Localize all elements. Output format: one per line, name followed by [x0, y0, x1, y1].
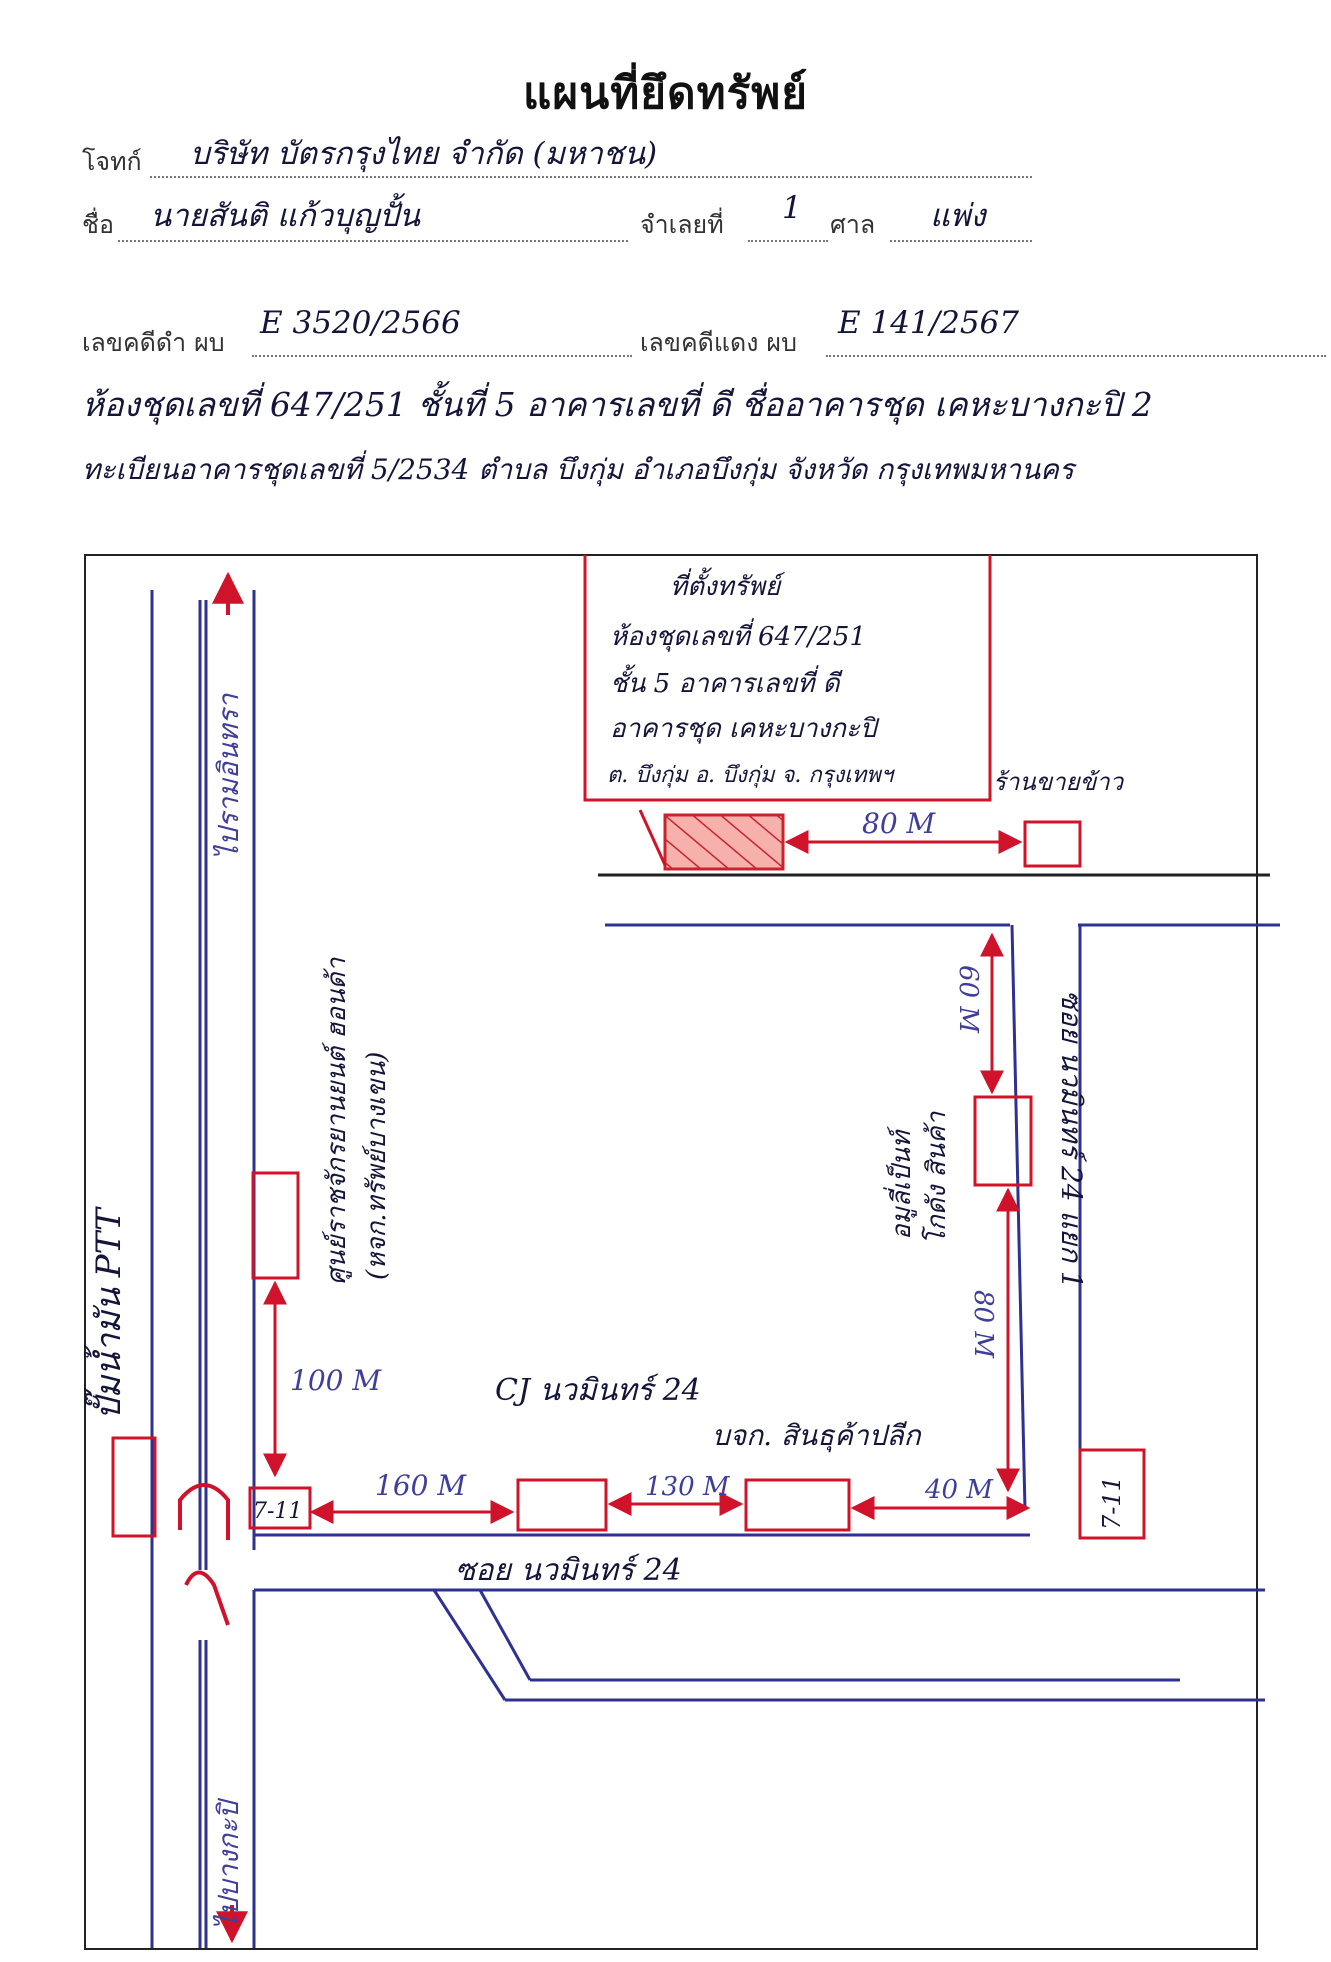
main-road: [150, 590, 256, 1948]
black-case-label: เลขคดีดำ ผบ: [82, 328, 225, 357]
property-title: ที่ตั้งทรัพย์: [670, 567, 785, 602]
name-dotted-line: [118, 240, 628, 242]
gas-station-label: ปั๊มน้ำมัน PTT: [83, 1206, 129, 1420]
warehouse-box: [973, 1095, 1033, 1187]
court-label: ศาล: [830, 210, 876, 239]
seven-eleven-right-label: 7-11: [1098, 1476, 1126, 1530]
gas-station-box: [111, 1436, 157, 1538]
black-case-value: E 3520/2566: [260, 305, 461, 341]
red-case-label: เลขคดีแดง ผบ: [640, 328, 797, 357]
defendant-no-dotted-line: [748, 240, 828, 242]
black-case-dotted-line: [252, 355, 632, 357]
seven-eleven-left-label: 7-11: [253, 1499, 302, 1524]
rice-shop-box: [1023, 820, 1082, 868]
cj-box: [516, 1478, 608, 1532]
defendant-no-label: จำเลยที่: [640, 210, 724, 239]
property-building-name: อาคารชุด เคหะบางกะปิ: [610, 714, 880, 744]
car-center-label-2: (หจก.ทรัพย์บางเขน): [362, 1052, 392, 1280]
dist-100m-label: 100 M: [290, 1364, 382, 1397]
red-case-dotted-line: [826, 355, 1326, 357]
soi-right-label: ซอย นวมินทร์ 24 แยก 1: [1055, 990, 1088, 1289]
soi-road: [254, 1530, 1265, 1702]
page-title: แผนที่ยึดทรัพย์: [523, 68, 808, 119]
soi-main-label: ซอย นวมินทร์ 24: [455, 1553, 682, 1588]
plaintiff-label: โจทก์: [82, 147, 142, 176]
dist-160m-label: 160 M: [375, 1469, 467, 1502]
car-center-label-1: ศูนย์ราชจักรยานยนต์ ฮอนด้า: [322, 956, 352, 1285]
unit-info-line: ห้องชุดเลขที่ 647/251 ชั้นที่ 5 อาคารเลข…: [82, 385, 1153, 424]
rice-shop-label: ร้านขายข้าว: [993, 768, 1125, 796]
court-value: แพ่ง: [930, 198, 986, 234]
retail-box: [744, 1478, 851, 1532]
defendant-no-value: 1: [782, 190, 802, 226]
property-unit: ห้องชุดเลขที่ 647/251: [610, 618, 866, 652]
property-box: [583, 555, 992, 802]
car-center-box: [251, 1171, 300, 1280]
cj-label: CJ นวมินทร์ 24: [495, 1373, 701, 1408]
seven-eleven-right-box: [1078, 1448, 1146, 1540]
warehouse-label: โกดัง สินค้า: [921, 1110, 952, 1245]
plaintiff-dotted-line: [150, 176, 1032, 178]
dist-60m-label: 60 M: [953, 965, 983, 1034]
map-frame: [84, 554, 1258, 1950]
name-label: ชื่อ: [82, 210, 114, 239]
dist-130m-label: 130 M: [645, 1472, 731, 1502]
property-pointer: [638, 809, 667, 866]
court-dotted-line: [890, 240, 1032, 242]
road-left-top-label: ไปรามอินทรา: [212, 692, 245, 860]
amulet-label: อมูลี่เป็นท์: [883, 1126, 917, 1240]
property-location: ต. บึงกุ่ม อ. บึงกุ่ม จ. กรุงเทพฯ: [607, 763, 896, 788]
u-turn-arrows: [178, 571, 248, 1944]
registration-line: ทะเบียนอาคารชุดเลขที่ 5/2534 ตำบล บึงกุ่…: [82, 453, 1074, 486]
red-case-value: E 141/2567: [838, 305, 1019, 341]
property-floor: ชั้น 5 อาคารเลขที่ ดี: [610, 664, 844, 699]
plaintiff-value: บริษัท บัตรกรุงไทย จำกัด (มหาชน): [190, 136, 658, 172]
name-value: นายสันติ แก้วบุญปั้น: [150, 198, 420, 234]
dist-80m-top-label: 80 M: [862, 807, 937, 840]
retail-label: บจก. สินธุค้าปลีก: [712, 1419, 923, 1453]
dist-80m-right-label: 80 M: [968, 1290, 998, 1359]
dist-40m-label: 40 M: [924, 1475, 994, 1505]
road-left-bottom-label: ไปบางกะปิ: [212, 1797, 245, 1930]
property-building: [663, 813, 785, 871]
